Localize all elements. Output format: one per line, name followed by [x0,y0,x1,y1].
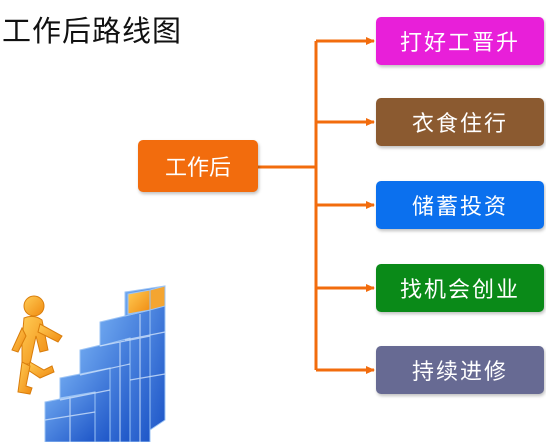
branch-node-study: 持续进修 [376,346,544,394]
puzzle-grid [44,314,166,442]
root-node: 工作后 [138,140,258,192]
climbing-puzzle-stairs-illustration [11,285,166,442]
branch-node-investment: 储蓄投资 [376,181,544,229]
climbing-figure [11,295,63,395]
branch-node-startup: 找机会创业 [376,264,544,312]
puzzle-stairs [44,285,166,442]
branch-node-living: 衣食住行 [376,98,544,146]
branch-node-promotion: 打好工晋升 [376,17,544,65]
diagram-title: 工作后路线图 [2,14,183,48]
